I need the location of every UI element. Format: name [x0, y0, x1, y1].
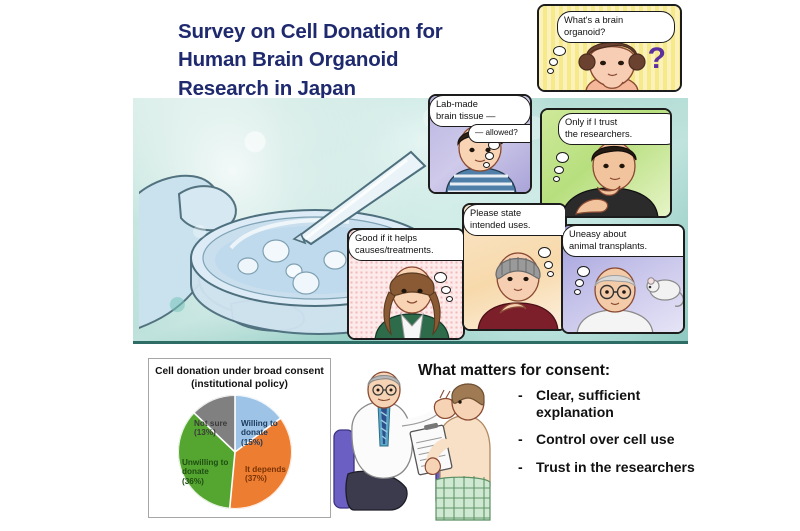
bubble-tail-large [553, 46, 566, 56]
speech-bubble-woman-question: What's a brain organoid? [557, 11, 675, 43]
speech-bubble-man-trust: Only if I trust the researchers. [558, 113, 670, 145]
bubble-tail-large [556, 152, 569, 163]
speech-bubble-older-man: Uneasy about animal transplants. [563, 226, 683, 257]
pie-label-not-sure: Not sure (13%) [194, 418, 228, 438]
bubble-tail-mid [549, 58, 558, 66]
consent-item-explanation: Clear, sufficient explanation [518, 387, 708, 420]
doctor-and-patient-figure [333, 371, 491, 521]
bubble-tail-mid [544, 261, 553, 269]
title-line-2: Human Brain Organoid [178, 48, 399, 72]
title-line-1: Survey on Cell Donation for [178, 20, 443, 43]
page-title: Survey on Cell Donation for Human Brain … [178, 18, 538, 103]
chart-title: Cell donation under broad consent (insti… [155, 366, 324, 391]
bubble-tail-small [547, 271, 554, 277]
speech-bubble-boy: Lab-made brain tissue — [430, 96, 530, 127]
question-mark-glyph: ? [647, 42, 666, 75]
bubble-tail-mid [485, 152, 494, 160]
consent-item-trust: Trust in the researchers [518, 459, 708, 476]
curious-woman-figure [578, 42, 646, 90]
consent-conversation-illustration [332, 368, 492, 526]
older-woman-figure [477, 252, 559, 329]
consent-heading: What matters for consent: [418, 362, 611, 379]
bubble-tail-large [538, 247, 551, 258]
bubble-tail-large [434, 272, 447, 283]
pie-chart-card: Cell donation under broad consent (insti… [148, 358, 331, 518]
speech-bubble-boy-2: — allowed? [468, 124, 530, 143]
bubble-tail-small [483, 162, 490, 168]
thinking-man-figure [561, 141, 659, 216]
bubble-tail-mid [441, 286, 451, 294]
consent-factors-list: Clear, sufficient explanation Control ov… [518, 387, 708, 486]
pie-label-it-depends: It depends (37%) [245, 464, 286, 484]
bubble-tail-large [577, 266, 590, 277]
pie-label-unwilling-to-donate: Unwilling to donate (36%) [182, 457, 229, 486]
comic-panel-boy: Lab-made brain tissue — — allowed? [428, 94, 532, 194]
bubble-tail-small [446, 296, 453, 302]
bubble-tail-small [553, 176, 560, 182]
title-line-3: Research in Japan [178, 76, 356, 100]
comic-panel-man-trust: Only if I trust the researchers. [540, 108, 672, 218]
older-man-figure [576, 267, 683, 332]
bubble-tail-mid [554, 166, 564, 174]
bubble-tail-small [574, 289, 581, 295]
comic-panel-young-woman: Good if it helps causes/treatments. [347, 228, 465, 340]
young-woman-figure [374, 266, 450, 338]
speech-bubble-young-woman: Good if it helps causes/treatments. [349, 230, 463, 261]
comic-panel-older-man: Uneasy about animal transplants. [561, 224, 685, 334]
consent-item-control: Control over cell use [518, 431, 708, 448]
pie-chart: Willing to donate (15%) It depends (37%)… [149, 392, 332, 510]
bubble-tail-small [547, 68, 554, 74]
pie-slice-separators [193, 394, 282, 509]
bubble-tail-mid [575, 279, 584, 287]
comic-panel-woman-question: ? What's a brain organoid? [537, 4, 682, 92]
speech-bubble-older-woman: Please state intended uses. [464, 205, 565, 236]
comic-panel-older-woman: Please state intended uses. [462, 203, 567, 331]
pie-label-willing-to-donate: Willing to donate (15%) [241, 418, 278, 447]
